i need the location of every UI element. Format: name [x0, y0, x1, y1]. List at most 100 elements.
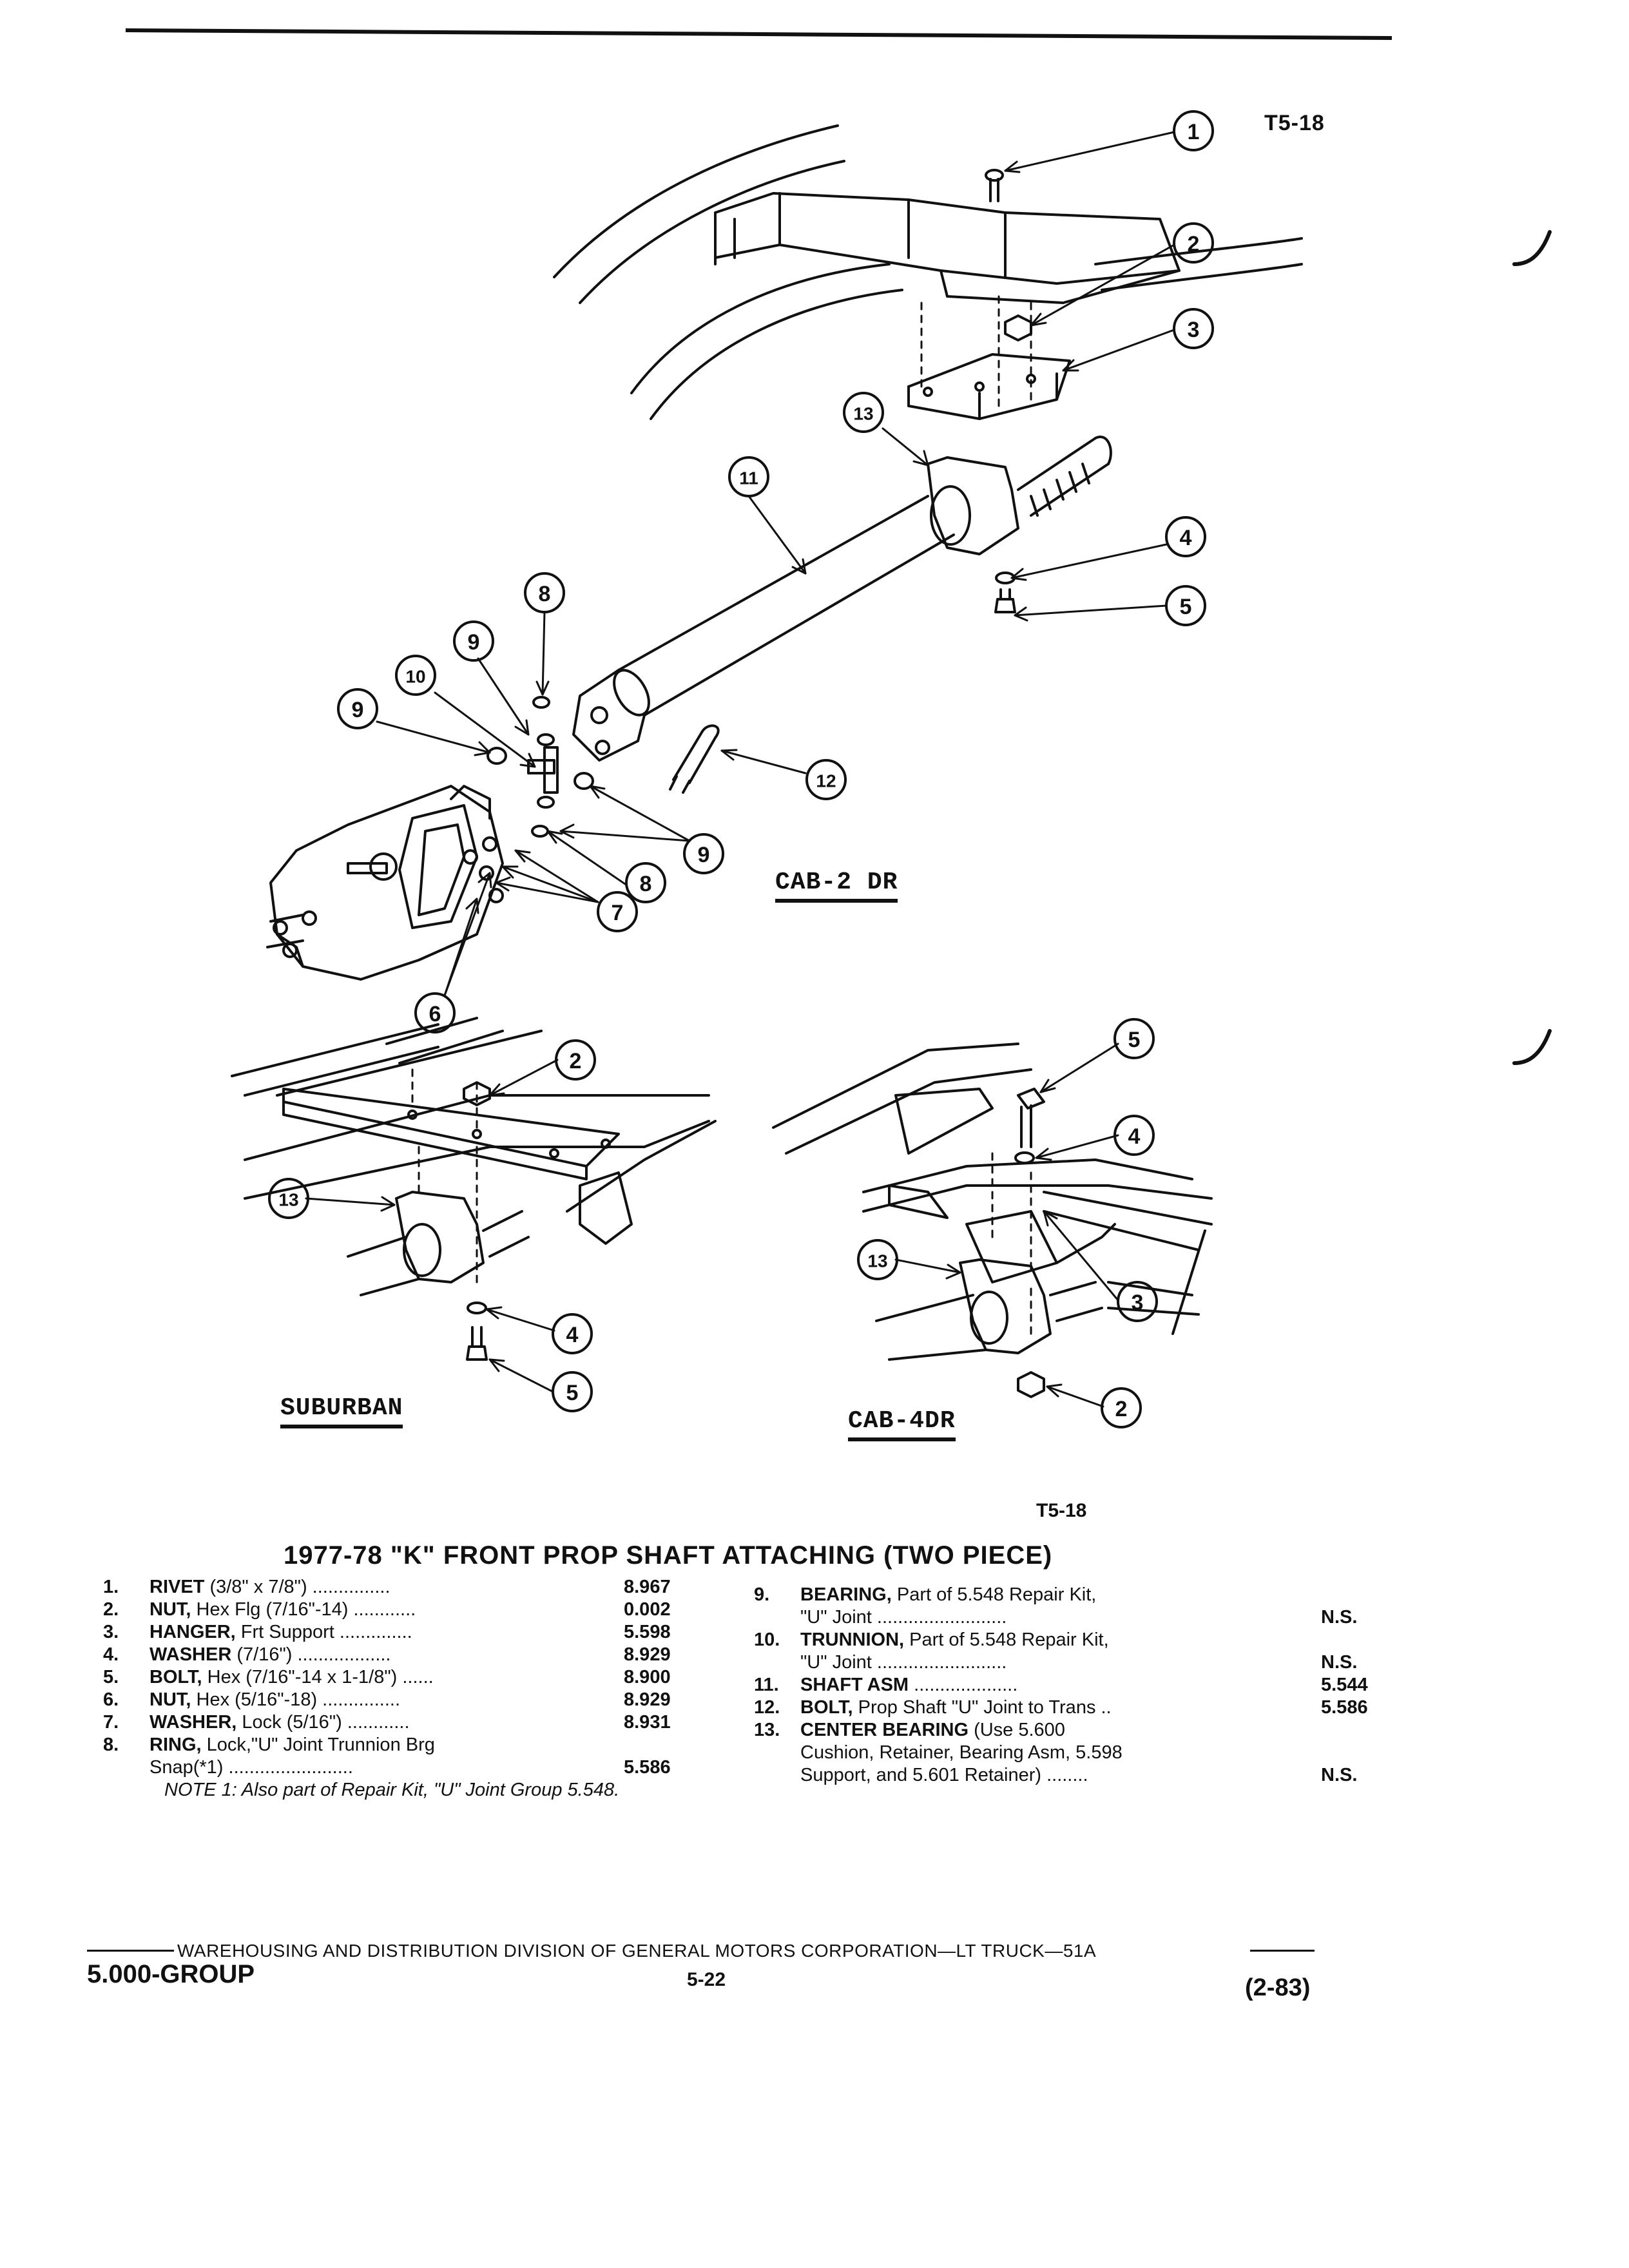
view-label-cab-2dr: CAB-2 DR — [775, 869, 898, 903]
part-spec: Cushion, Retainer, Bearing Asm, 5.598 — [800, 1742, 1123, 1763]
parts-list-row: 9.BEARING, Part of 5.548 Repair Kit, — [754, 1584, 1373, 1606]
part-number: 1. — [103, 1577, 119, 1597]
part-description: Snap(*1) ........................ — [149, 1756, 659, 1779]
callout-4 — [1165, 516, 1206, 557]
group-code: 8.900 — [624, 1667, 671, 1687]
callout-13-text: 13 — [853, 404, 873, 424]
footer-publisher-line: WAREHOUSING AND DISTRIBUTION DIVISION OF… — [177, 1941, 1097, 1961]
callout-10 — [395, 655, 436, 696]
part-description: TRUNNION, Part of 5.548 Repair Kit, — [800, 1629, 1296, 1651]
part-number: 13. — [754, 1720, 780, 1740]
parts-list-row: 8.RING, Lock,"U" Joint Trunnion Brg — [103, 1734, 760, 1756]
part-name: BOLT, — [800, 1697, 853, 1718]
center-bearing-part — [875, 1258, 1103, 1361]
callout-5-text: 5 — [1180, 595, 1192, 619]
callout-13-text: 13 — [278, 1190, 298, 1210]
parts-list-row: 10.TRUNNION, Part of 5.548 Repair Kit, — [754, 1629, 1373, 1651]
crossmember — [714, 192, 1181, 304]
part-spec: Prop Shaft "U" Joint to Trans .. — [853, 1697, 1112, 1718]
callout-9-text: 9 — [352, 698, 364, 722]
part-number: 4. — [103, 1644, 119, 1665]
figure-ref-top: T5-18 — [1264, 111, 1325, 135]
part-description: BOLT, Prop Shaft "U" Joint to Trans .. — [800, 1696, 1296, 1719]
leader-lines — [305, 131, 1175, 1408]
callout-13-text: 13 — [867, 1251, 887, 1271]
part-number: 6. — [103, 1689, 119, 1710]
part-description: Cushion, Retainer, Bearing Asm, 5.598 — [800, 1742, 1296, 1764]
callout-2 — [1173, 222, 1214, 264]
page-number: 5-22 — [687, 1969, 726, 1990]
group-code: 5.544 — [1321, 1675, 1368, 1695]
callout-13 — [843, 392, 884, 433]
parts-list-left: 1.RIVET (3/8" x 7/8") ...............8.9… — [103, 1576, 760, 1802]
view-label-suburban: SUBURBAN — [280, 1394, 403, 1428]
callout-3 — [1173, 308, 1214, 349]
part-description: WASHER, Lock (5/16") ............ — [149, 1711, 659, 1734]
callout-11-text: 11 — [739, 468, 758, 488]
callout-9-text: 9 — [698, 843, 710, 867]
callout-5 — [1113, 1018, 1155, 1059]
group-code: 8.967 — [624, 1577, 671, 1597]
nut-part — [1017, 1371, 1045, 1398]
callout-13 — [268, 1178, 309, 1219]
group-code: 8.929 — [624, 1689, 671, 1710]
part-number: 5. — [103, 1667, 119, 1687]
part-description: RIVET (3/8" x 7/8") ............... — [149, 1576, 659, 1599]
part-number: 11. — [754, 1675, 779, 1695]
callout-5-text: 5 — [1128, 1028, 1141, 1052]
group-code: 5.586 — [624, 1757, 671, 1778]
bolt-part — [1017, 1088, 1045, 1148]
part-name: WASHER, — [149, 1712, 237, 1733]
callout-3-text: 3 — [1132, 1291, 1144, 1315]
prop-shaft-part — [572, 495, 955, 762]
parts-list-row: 11.SHAFT ASM ....................5.544 — [754, 1674, 1373, 1696]
callout-1-text: 1 — [1188, 120, 1200, 144]
callout-2-text: 2 — [1188, 232, 1200, 256]
part-spec: Lock (5/16") ............ — [236, 1712, 410, 1733]
part-number: 12. — [754, 1697, 780, 1718]
parts-list-row: "U" Joint .........................N.S. — [754, 1651, 1373, 1674]
callout-4-text: 4 — [566, 1323, 579, 1347]
group-code: 0.002 — [624, 1599, 671, 1620]
callout-6-text: 6 — [429, 1002, 441, 1026]
parts-heading: 1977-78 "K" FRONT PROP SHAFT ATTACHING (… — [284, 1541, 1053, 1570]
part-number: 8. — [103, 1735, 119, 1755]
part-spec: (Use 5.600 — [969, 1720, 1065, 1740]
callout-4-text: 4 — [1128, 1124, 1141, 1149]
part-spec: "U" Joint ......................... — [800, 1652, 1007, 1673]
callout-4 — [552, 1313, 593, 1354]
callout-11 — [728, 456, 769, 497]
part-description: Support, and 5.601 Retainer) ........ — [800, 1764, 1296, 1787]
footer-rule-right — [1250, 1950, 1315, 1952]
callout-5-text: 5 — [566, 1381, 579, 1405]
part-name: NUT, — [149, 1599, 191, 1620]
suburban-frame — [231, 1017, 717, 1245]
part-description: WASHER (7/16") .................. — [149, 1644, 659, 1666]
part-spec: Support, and 5.601 Retainer) ........ — [800, 1765, 1088, 1785]
callout-4-text: 4 — [1180, 526, 1192, 550]
parts-list-row: 7.WASHER, Lock (5/16") ............8.931 — [103, 1711, 760, 1734]
binder-mark — [1512, 1029, 1552, 1065]
parts-list-right: 9.BEARING, Part of 5.548 Repair Kit, "U" … — [754, 1584, 1373, 1787]
revision-date: (2-83) — [1245, 1974, 1311, 2001]
callout-1 — [1173, 110, 1214, 151]
part-spec: Snap(*1) ........................ — [149, 1757, 353, 1778]
group-code: 5.598 — [624, 1622, 671, 1642]
callout-8 — [625, 862, 666, 903]
part-number: 9. — [754, 1584, 770, 1605]
footnote: NOTE 1: Also part of Repair Kit, "U" Joi… — [164, 1780, 620, 1800]
part-name: RIVET — [149, 1577, 205, 1597]
callout-5 — [552, 1371, 593, 1412]
part-name: CENTER BEARING — [800, 1720, 969, 1740]
callout-4 — [1113, 1115, 1155, 1156]
callout-9 — [453, 620, 494, 662]
callout-3 — [1117, 1281, 1158, 1322]
center-bearing-part — [927, 436, 1112, 555]
group-number: 5.000-GROUP — [87, 1960, 255, 1988]
part-spec: Part of 5.548 Repair Kit, — [904, 1629, 1109, 1650]
transfer-case-part — [266, 785, 504, 981]
part-name: HANGER, — [149, 1622, 236, 1642]
view-label-cab-4dr: CAB-4DR — [848, 1407, 956, 1441]
part-name: NUT, — [149, 1689, 191, 1710]
part-spec: Lock,"U" Joint Trunnion Brg — [201, 1735, 435, 1755]
